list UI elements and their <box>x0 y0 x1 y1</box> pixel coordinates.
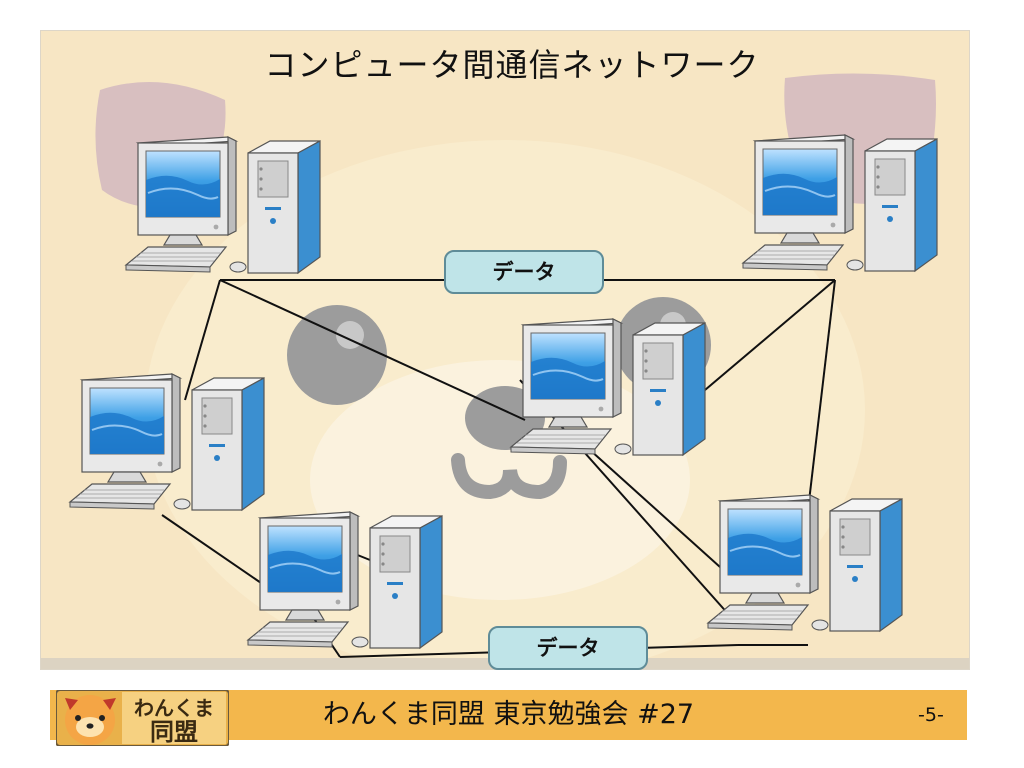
data-label-top: データ <box>444 250 604 294</box>
logo-text-line1: わんくま <box>134 696 214 720</box>
link-center-bottomright2 <box>589 449 741 586</box>
desktop-computer-icon <box>240 510 445 660</box>
wankuma-logo: わんくま 同盟 <box>55 689 230 747</box>
logo-text-line2: 同盟 <box>150 718 198 746</box>
page-number: -5- <box>918 704 944 726</box>
data-label-bottom: データ <box>488 626 648 670</box>
bear-mouth <box>451 453 567 500</box>
desktop-computer-icon <box>503 317 708 467</box>
link-topleft-center <box>219 279 526 421</box>
link-topright-center <box>704 279 836 391</box>
desktop-computer-icon <box>62 372 267 522</box>
footer-event-title: わんくま同盟 東京勉強会 #27 <box>322 699 695 730</box>
link-topleft-left <box>184 279 221 401</box>
desktop-computer-icon <box>118 135 323 285</box>
desktop-computer-icon <box>735 133 940 283</box>
slide-title: コンピュータ間通信ネットワーク <box>264 46 760 84</box>
link-topright-bottomright <box>807 279 836 511</box>
desktop-computer-icon <box>700 493 905 643</box>
